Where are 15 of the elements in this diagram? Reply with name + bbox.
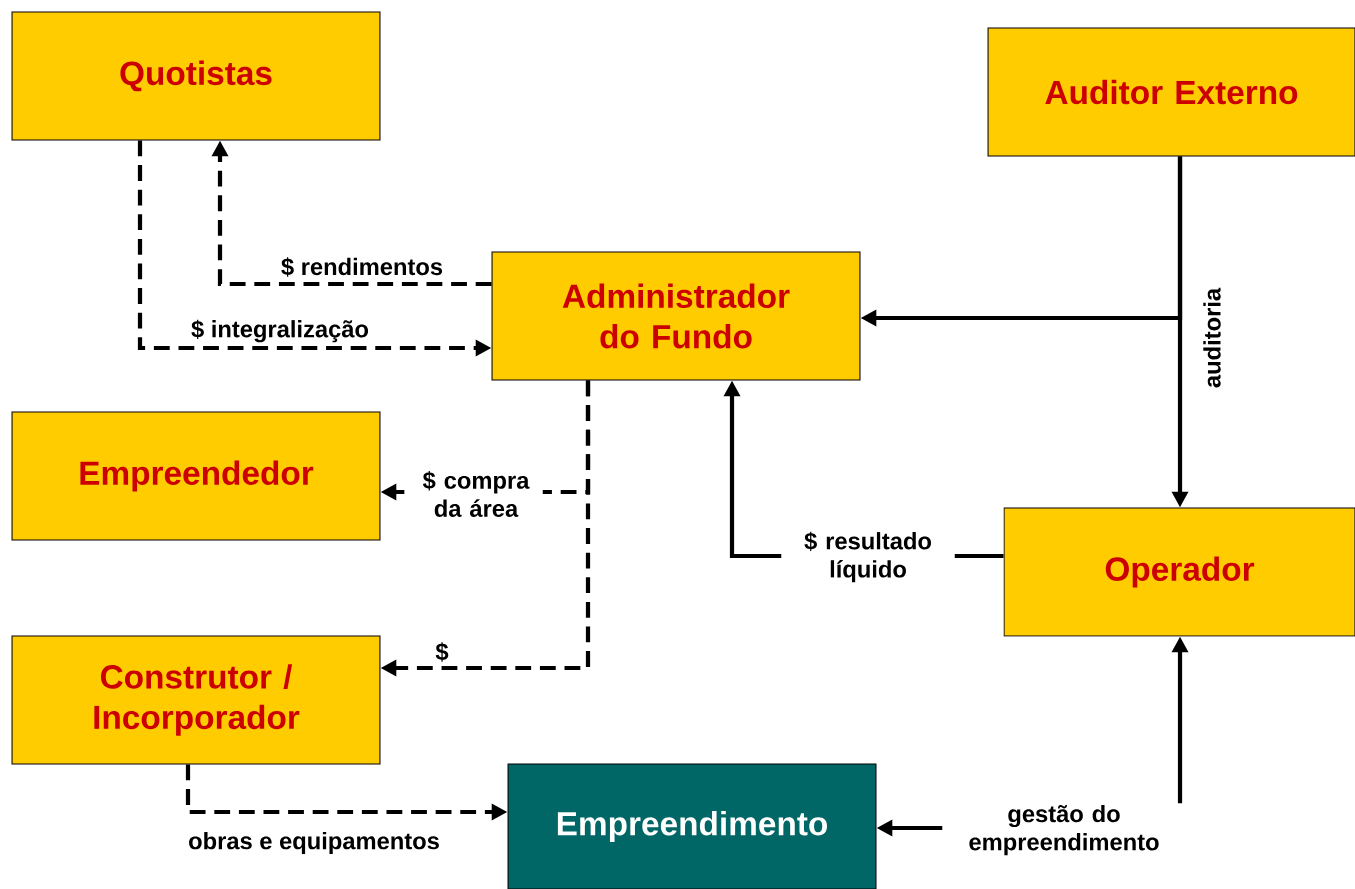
edge-label: gestão do empreendimento: [942, 803, 1186, 857]
edge-label: $ resultado líquido: [781, 529, 955, 585]
entity-box: Administrador do Fundo: [491, 251, 861, 381]
entity-box: Quotistas: [11, 11, 381, 141]
edge-label: obras e equipamentos: [186, 830, 442, 856]
entity-box: Operador: [1003, 507, 1355, 637]
entity-box: Construtor / Incorporador: [11, 635, 381, 765]
entity-box: Auditor Externo: [987, 27, 1355, 157]
edge-label: auditoria: [1201, 286, 1223, 390]
entity-box: Empreendedor: [11, 411, 381, 541]
edge-label: $ integralização: [189, 317, 371, 345]
edge-label: $ rendimentos: [279, 255, 445, 279]
edge-label: $ compra da área: [409, 469, 543, 519]
edge-label: $: [433, 640, 451, 664]
entity-box: Empreendimento: [507, 763, 877, 889]
